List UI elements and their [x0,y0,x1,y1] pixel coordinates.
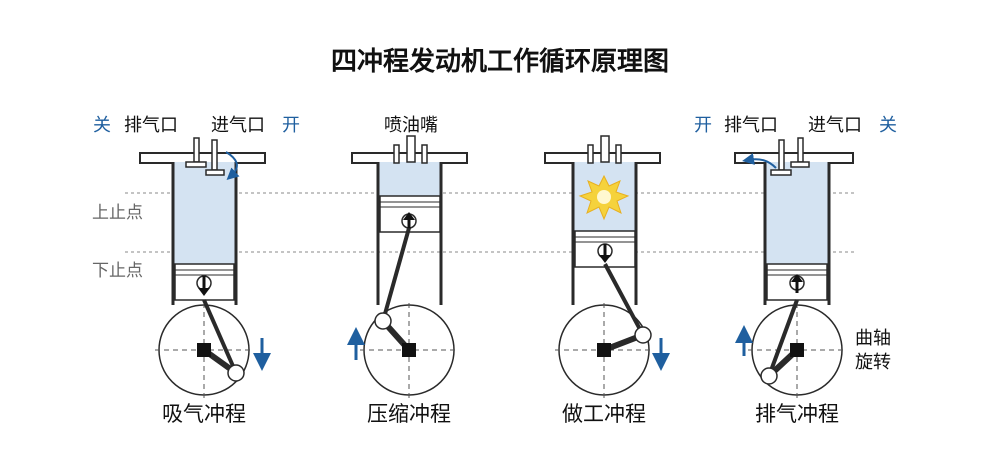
exhaust-state-label: 关 [93,115,111,136]
crank-rotation-label-line2: 旋转 [855,352,891,373]
intake-port-label: 进气口 [211,115,265,136]
crank-rotation-label-line1: 曲轴 [855,328,891,349]
intake-valve [205,139,225,176]
intake-stroke: 关 排气口 进气口 开 [93,115,300,426]
piston [766,263,828,301]
intake-valve [790,137,810,168]
stroke-label: 排气冲程 [755,402,839,426]
piston [574,230,636,268]
stroke-label: 压缩冲程 [367,402,451,426]
compression-stroke: 喷油嘴 压缩冲程 [347,115,468,426]
exhaust-port-label: 排气口 [124,115,178,136]
stroke-label: 做工冲程 [562,402,646,426]
exhaust-state-label: 开 [694,115,712,136]
page-title: 四冲程发动机工作循环原理图 [331,46,669,77]
bdc-label: 下止点 [92,261,143,281]
piston [379,195,441,233]
fuel-injector [587,135,622,164]
intake-port-label: 进气口 [808,115,862,136]
power-stroke: 做工冲程 [544,135,670,426]
tdc-label: 上止点 [92,203,143,223]
exhaust-valve [185,137,207,168]
injector-label: 喷油嘴 [384,115,438,136]
intake-state-label: 开 [282,115,300,136]
exhaust-valve [770,139,792,176]
ignition-burst-icon [578,174,630,221]
crankshaft [735,299,846,398]
intake-state-label: 关 [879,115,897,136]
crankshaft [155,299,271,398]
fuel-injector [393,135,428,164]
exhaust-stroke: 开 排气口 进气口 关 [694,115,897,426]
exhaust-port-label: 排气口 [724,115,778,136]
piston [174,263,235,301]
crankshaft [347,227,458,398]
stroke-label: 吸气冲程 [162,402,246,426]
crankshaft [555,263,670,398]
